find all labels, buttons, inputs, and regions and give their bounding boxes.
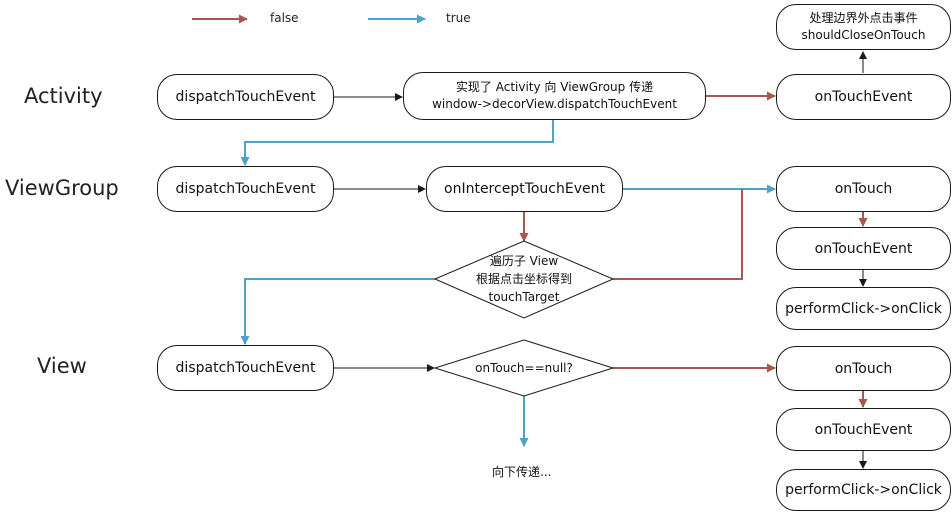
viewgroup-intercept-node: onInterceptTouchEvent xyxy=(426,166,623,212)
viewgroup-dispatch-node: dispatchTouchEvent xyxy=(157,166,334,212)
edge-traverse-true-to-view xyxy=(240,278,435,345)
lane-viewgroup-label: ViewGroup xyxy=(5,176,119,200)
traverse-line1: 遍历子 View xyxy=(489,254,559,268)
traverse-children-text: 遍历子 View 根据点击坐标得到 touchTarget xyxy=(449,252,599,306)
activity-dispatch-node: dispatchTouchEvent xyxy=(157,74,334,120)
lane-view-label: View xyxy=(37,354,87,378)
pass-down-text: 向下传递... xyxy=(492,465,552,479)
activity-note-line2: window->decorView.dispatchTouchEvent xyxy=(432,97,677,111)
traverse-children-diamond xyxy=(433,240,615,319)
activity-note-node: 实现了 Activity 向 ViewGroup 传递 window->deco… xyxy=(403,72,706,120)
legend-true-label: true xyxy=(446,11,471,25)
viewgroup-ontouch-node: onTouch xyxy=(776,166,951,212)
legend-false-label: false xyxy=(270,11,299,25)
view-performclick-node: performClick->onClick xyxy=(776,469,951,511)
activity-ontouchevent-node: onTouchEvent xyxy=(776,74,951,120)
view-ontouch-node: onTouch xyxy=(776,346,951,391)
viewgroup-performclick-node: performClick->onClick xyxy=(776,287,951,330)
edge-activity-note-to-viewgroup xyxy=(240,120,554,166)
activity-outside-line2: shouldCloseOnTouch xyxy=(801,28,926,42)
activity-note-line1: 实现了 Activity 向 ViewGroup 传递 xyxy=(455,80,654,94)
ontouch-null-text: onTouch==null? xyxy=(475,361,573,375)
traverse-line2: 根据点击坐标得到 xyxy=(475,272,572,286)
view-ontouchevent-node: onTouchEvent xyxy=(776,408,951,451)
traverse-line3: touchTarget xyxy=(488,290,560,304)
viewgroup-ontouchevent-node: onTouchEvent xyxy=(776,227,951,270)
activity-outside-line1: 处理边界外点击事件 xyxy=(809,11,918,25)
view-dispatch-node: dispatchTouchEvent xyxy=(157,345,334,391)
ontouch-null-diamond xyxy=(433,339,615,397)
edge-traverse-false-to-ontouch xyxy=(613,189,743,280)
lane-activity-label: Activity xyxy=(24,84,103,108)
activity-outside-touch-node: 处理边界外点击事件 shouldCloseOnTouch xyxy=(776,4,951,50)
